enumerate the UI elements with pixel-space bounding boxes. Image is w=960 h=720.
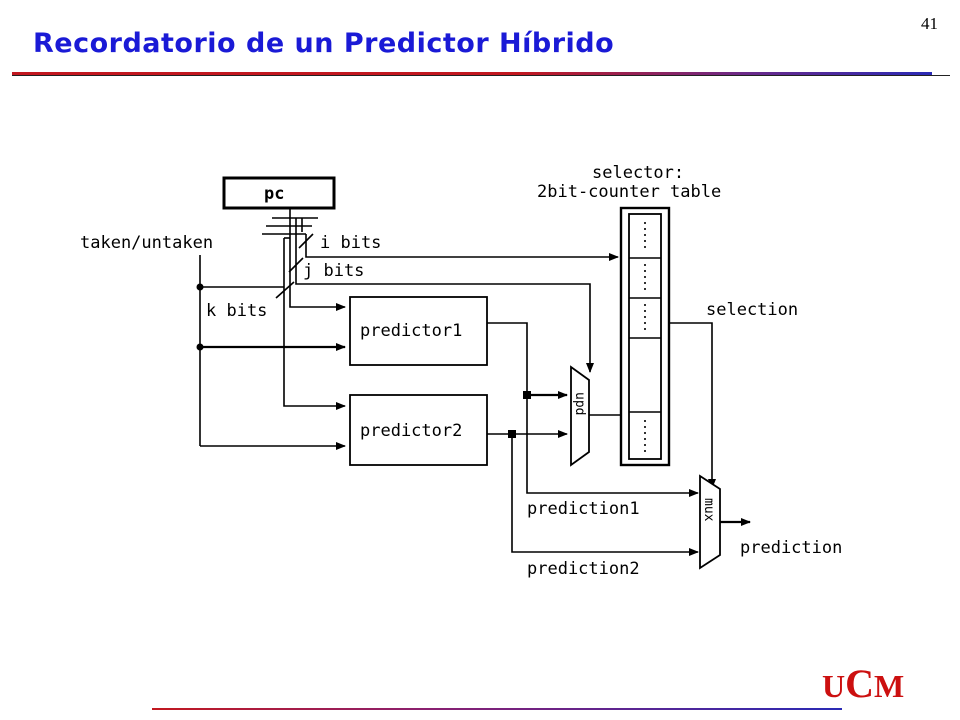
update-mux-label: upd	[572, 392, 587, 415]
i-bits-label: i bits	[320, 233, 381, 253]
junction-dot	[196, 343, 204, 351]
selector-table-label: 2bit-counter table	[537, 182, 721, 202]
output-mux-label: mux	[701, 498, 716, 522]
j-bits-slash	[288, 257, 304, 273]
predictor1-output	[487, 322, 528, 395]
page-number: 41	[921, 14, 938, 33]
predictor2-label: predictor2	[360, 421, 462, 441]
page-title: Recordatorio de un Predictor Híbrido	[33, 28, 615, 59]
logo-letter-u: U	[822, 668, 846, 704]
taken-untaken-label: taken/untaken	[80, 233, 213, 253]
bottom-rule	[152, 708, 842, 710]
k-bits-line-p1	[289, 236, 346, 311]
selection-line	[669, 322, 716, 489]
k-bits-line-p2	[283, 238, 346, 410]
predictor1-box	[349, 296, 488, 366]
prediction2-line	[511, 434, 699, 556]
pc-register	[222, 176, 336, 210]
junction-dot	[196, 283, 204, 291]
output-mux	[699, 474, 721, 570]
pc-label: pc	[264, 184, 284, 204]
j-bits-label: j bits	[303, 261, 364, 281]
selection-label: selection	[706, 300, 798, 320]
logo-letter-c: C	[845, 661, 874, 706]
top-rule-line	[12, 75, 950, 76]
i-bits-slash	[298, 233, 314, 249]
prediction1-line	[526, 395, 699, 497]
update-mux	[570, 365, 590, 467]
selector-table-inner	[628, 213, 662, 460]
ucm-logo: UCM	[822, 664, 904, 704]
top-rule	[12, 72, 932, 75]
prediction-label: prediction	[740, 538, 842, 558]
prediction1-label: prediction1	[527, 499, 640, 519]
logo-letter-m: M	[874, 668, 905, 704]
k-bits-slash	[275, 281, 295, 299]
predictor2-box	[349, 394, 488, 466]
predictor1-label: predictor1	[360, 321, 462, 341]
prediction2-label: prediction2	[527, 559, 640, 579]
j-bits-line	[295, 238, 594, 373]
selector-label: selector:	[592, 163, 684, 183]
k-bits-label: k bits	[206, 301, 267, 321]
